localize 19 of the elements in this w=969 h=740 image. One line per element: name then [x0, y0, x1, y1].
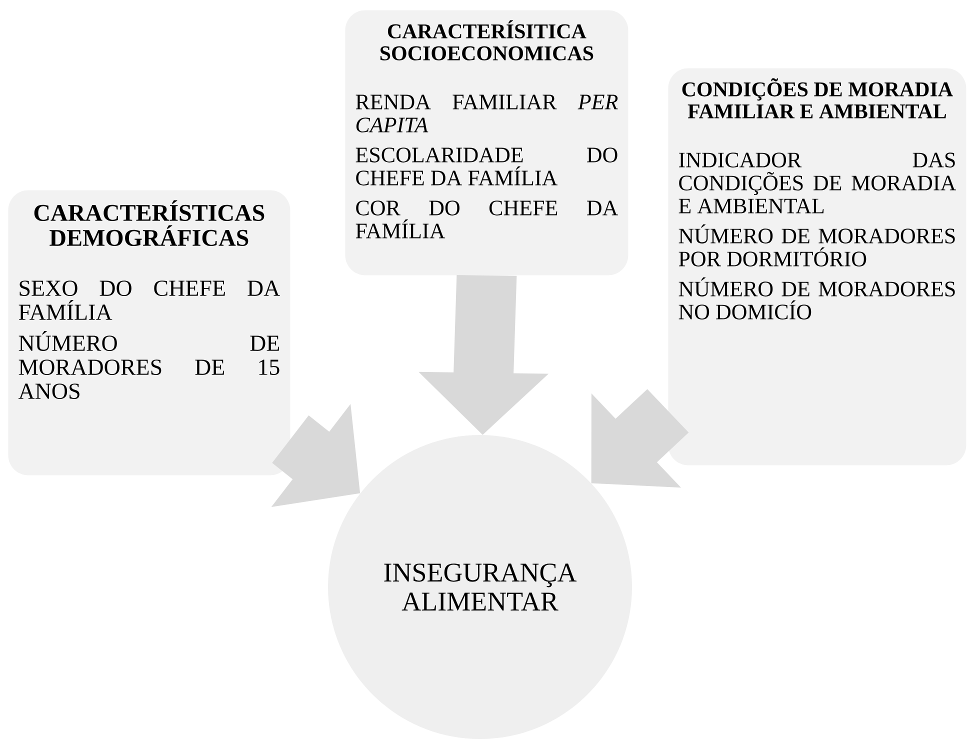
list-item: NÚMERO DE MORADORES POR DORMITÓRIO [678, 224, 955, 266]
box-heading: CARACTERÍSTICAS DEMOGRÁFICAS [34, 200, 264, 246]
list-item: NÚMERO DE MORADORES DE 15 ANOS [18, 331, 280, 400]
circle-label: INSEGURANÇA ALIMENTAR [384, 564, 577, 610]
list-item: NÚMERO DE MORADORES NO DOMICÍO [678, 277, 955, 320]
list-item: COR DO CHEFE DA FAMÍLIA [356, 200, 618, 238]
block-arrow [271, 404, 360, 508]
text-box [668, 68, 966, 466]
list-item: ESCOLARIDADE DO CHEFE DA FAMÍLIA [356, 148, 618, 186]
list-item: SEXO DO CHEFE DA FAMÍLIA [18, 280, 280, 320]
box-heading: CONDIÇÕES DE MORADIA FAMILIAR E AMBIENTAL [682, 78, 953, 118]
list-item: INDICADOR DAS CONDIÇÕES DE MORADIA E AMBIENTAL [678, 152, 956, 214]
text-box [8, 190, 290, 476]
block-arrow [418, 274, 549, 435]
block-arrow [591, 389, 689, 488]
text-box [345, 10, 628, 276]
circle-node [328, 435, 632, 739]
box-heading: CARACTERÍSITICA SOCIOECONOMICAS [380, 20, 594, 60]
list-item: RENDA FAMILIAR PER CAPITA [356, 94, 618, 132]
